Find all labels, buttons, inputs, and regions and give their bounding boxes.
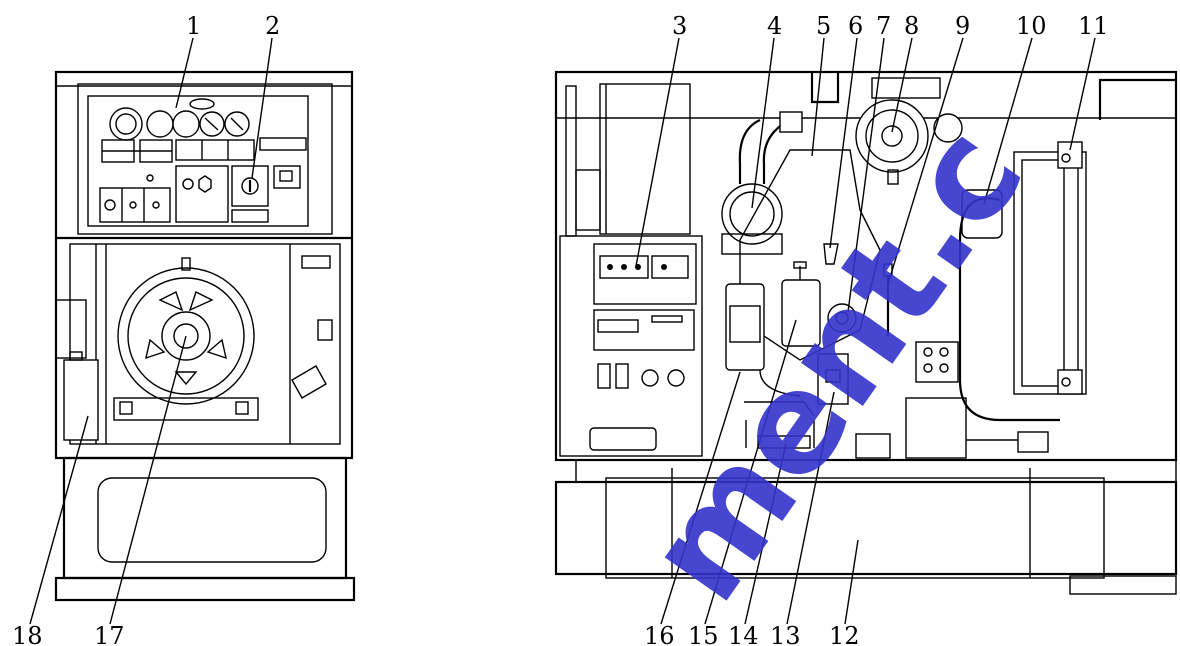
callout-7: 7 <box>876 12 891 40</box>
callout-14: 14 <box>728 622 759 646</box>
callout-5: 5 <box>816 12 831 40</box>
side-view <box>554 70 1178 595</box>
callout-labels: 1 2 3 4 5 6 7 8 9 10 11 12 13 14 15 16 1… <box>12 12 1109 646</box>
callout-2: 2 <box>265 12 280 40</box>
callout-17: 17 <box>94 622 125 646</box>
callout-3: 3 <box>672 12 687 40</box>
callout-9: 9 <box>955 12 970 40</box>
callout-12: 12 <box>829 622 860 646</box>
air-cleaner <box>721 111 803 255</box>
leader-lines <box>29 37 1096 625</box>
radiator <box>1013 141 1087 395</box>
callout-15: 15 <box>688 622 719 646</box>
control-box <box>559 235 703 457</box>
watermark: ment.c <box>615 98 1054 629</box>
alternator <box>113 257 259 421</box>
callout-8: 8 <box>904 12 919 40</box>
callout-16: 16 <box>644 622 675 646</box>
callout-18: 18 <box>12 622 43 646</box>
callout-11: 11 <box>1078 12 1109 40</box>
callout-4: 4 <box>767 12 782 40</box>
callout-6: 6 <box>848 12 863 40</box>
control-panel <box>77 83 333 235</box>
callout-10: 10 <box>1016 12 1047 40</box>
callout-1: 1 <box>186 12 201 40</box>
battery <box>55 299 99 441</box>
callout-13: 13 <box>770 622 801 646</box>
front-view <box>54 70 356 602</box>
